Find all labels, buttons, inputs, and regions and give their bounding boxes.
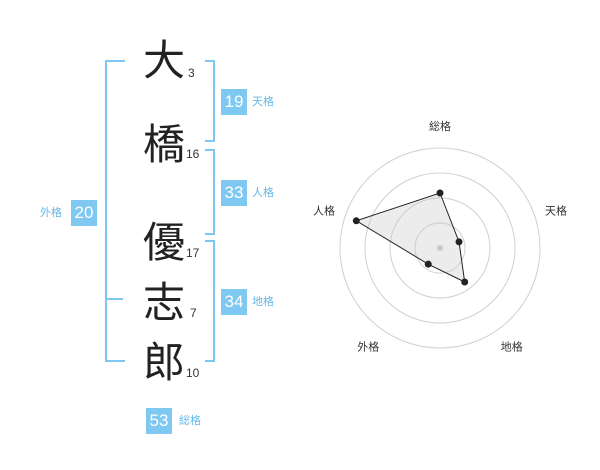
soukaku-label: 総格 <box>179 414 201 427</box>
gaikaku-bracket <box>105 60 125 362</box>
gaikaku-bracket-inner <box>107 298 123 300</box>
radar-axis-label-4: 外格 <box>357 340 379 354</box>
radar-ring <box>364 172 516 324</box>
jinkaku-label: 人格 <box>252 186 274 199</box>
name-char-4: 志 <box>143 278 186 327</box>
radar-axis-label-2: 天格 <box>545 203 567 217</box>
radar-point-3 <box>461 278 469 286</box>
name-char-3: 優 <box>143 218 186 267</box>
radar-axis-label-5: 人格 <box>313 203 335 217</box>
radar-point-4 <box>424 260 432 268</box>
radar-point-5 <box>352 217 360 225</box>
radar-axis-label-1: 総格 <box>429 119 451 133</box>
tenkaku-value: 19 <box>221 89 247 115</box>
stroke-count-3: 17 <box>186 246 200 260</box>
radar-ring <box>389 197 491 299</box>
stroke-count-4: 7 <box>190 306 197 320</box>
stroke-count-5: 10 <box>186 366 200 380</box>
stroke-count-1: 3 <box>188 66 195 80</box>
radar-axis-label-3: 地格 <box>501 340 523 354</box>
name-char-2: 橋 <box>143 120 186 169</box>
name-char-5: 郎 <box>143 338 186 387</box>
stroke-count-2: 16 <box>186 147 200 161</box>
jinkaku-bracket <box>205 149 215 235</box>
radar-center <box>437 245 443 251</box>
gaikaku-label: 外格 <box>40 206 62 219</box>
radar-ring <box>414 222 466 274</box>
chikaku-label: 地格 <box>252 295 274 308</box>
gaikaku-value: 20 <box>71 200 97 226</box>
chikaku-bracket <box>205 240 215 362</box>
radar-point-2 <box>455 238 463 246</box>
jinkaku-value: 33 <box>221 180 247 206</box>
name-char-1: 大 <box>143 36 186 85</box>
radar-point-1 <box>436 189 444 197</box>
radar-ring <box>339 147 541 349</box>
tenkaku-label: 天格 <box>252 95 274 108</box>
chikaku-value: 34 <box>221 289 247 315</box>
tenkaku-bracket <box>205 60 215 142</box>
soukaku-value: 53 <box>146 408 172 434</box>
radar-series-area <box>355 192 466 283</box>
